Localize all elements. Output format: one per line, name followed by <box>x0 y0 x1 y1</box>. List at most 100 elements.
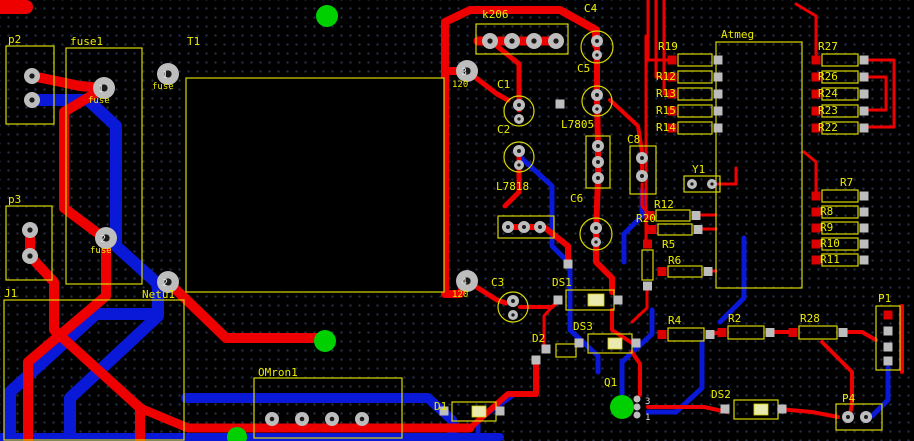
trace-top-copper[interactable] <box>503 224 571 265</box>
component-outline[interactable] <box>5 205 53 281</box>
component-label[interactable]: R19 <box>658 40 678 53</box>
trace-top-copper[interactable] <box>135 403 475 433</box>
trace-bottom-copper[interactable] <box>26 94 164 441</box>
trace-top-copper[interactable] <box>820 340 854 416</box>
resistor-pad[interactable] <box>838 328 848 337</box>
trace-top-copper[interactable] <box>489 39 522 113</box>
resistor-pad[interactable] <box>713 72 723 82</box>
component-label[interactable]: R12 <box>656 70 676 83</box>
smd-pad[interactable] <box>439 406 449 416</box>
resistor-body[interactable] <box>821 87 859 101</box>
trace-top-copper[interactable] <box>630 350 642 397</box>
resistor-pad[interactable] <box>713 106 723 116</box>
component-label[interactable]: 120 <box>452 80 468 90</box>
component-label[interactable]: R8 <box>820 205 833 218</box>
via[interactable] <box>610 395 634 419</box>
trace-top-copper[interactable] <box>646 405 729 414</box>
resistor-body[interactable] <box>641 249 654 281</box>
resistor-pad[interactable] <box>693 225 703 234</box>
component-outline[interactable] <box>555 343 577 358</box>
component-label[interactable]: R24 <box>818 87 838 100</box>
resistor-body[interactable] <box>821 70 859 84</box>
component-label[interactable]: R22 <box>818 121 838 134</box>
component-label[interactable]: R13 <box>656 87 676 100</box>
component-label[interactable]: fuse <box>88 96 110 106</box>
component-outline[interactable] <box>185 77 445 293</box>
component-label[interactable]: fuse <box>152 82 174 92</box>
resistor-pad[interactable] <box>859 239 869 249</box>
trace-top-copper[interactable] <box>794 2 818 56</box>
component-label[interactable]: Y1 <box>692 163 705 176</box>
trace-top-copper[interactable] <box>866 58 896 129</box>
resistor-pad[interactable] <box>859 55 869 65</box>
smd-pad[interactable] <box>574 338 584 348</box>
component-outline[interactable] <box>875 305 901 371</box>
via[interactable] <box>314 330 336 352</box>
component-outline[interactable] <box>585 135 611 189</box>
component-label[interactable]: R27 <box>818 40 838 53</box>
smd-pad[interactable] <box>531 355 541 365</box>
resistor-pad[interactable] <box>657 330 667 339</box>
component-body[interactable] <box>607 337 623 350</box>
component-label[interactable]: 1 <box>98 84 104 95</box>
component-label[interactable]: R10 <box>820 237 840 250</box>
resistor-body[interactable] <box>821 189 859 203</box>
through-hole-pad[interactable] <box>633 403 641 411</box>
smd-pad[interactable] <box>883 326 893 336</box>
trace-top-copper[interactable] <box>25 225 145 441</box>
trace-top-copper[interactable] <box>464 68 511 103</box>
via[interactable] <box>227 427 247 441</box>
resistor-pad[interactable] <box>667 123 677 133</box>
trace-top-copper[interactable] <box>610 308 634 345</box>
resistor-pad[interactable] <box>811 106 821 116</box>
resistor-body[interactable] <box>677 70 713 84</box>
component-label[interactable]: R14 <box>656 121 676 134</box>
component-label[interactable]: P4 <box>842 392 856 405</box>
trace-top-copper[interactable] <box>593 231 615 295</box>
resistor-pad[interactable] <box>811 223 821 233</box>
trace-bottom-copper[interactable] <box>645 339 705 415</box>
resistor-pad[interactable] <box>811 239 821 249</box>
component-label[interactable]: 3 <box>461 67 467 78</box>
component-label[interactable]: Atmeg <box>721 28 754 41</box>
resistor-pad[interactable] <box>859 72 869 82</box>
trace-bottom-copper[interactable] <box>869 365 891 419</box>
resistor-pad[interactable] <box>647 225 657 234</box>
resistor-body[interactable] <box>798 325 838 340</box>
component-label[interactable]: OMron1 <box>258 366 298 379</box>
trace-top-copper[interactable] <box>608 98 644 154</box>
resistor-body[interactable] <box>821 104 859 118</box>
resistor-pad[interactable] <box>717 328 727 337</box>
resistor-body[interactable] <box>821 221 859 235</box>
component-label[interactable]: 3 <box>645 397 650 407</box>
resistor-pad[interactable] <box>713 55 723 65</box>
via[interactable] <box>316 5 338 27</box>
resistor-pad[interactable] <box>667 55 677 65</box>
resistor-pad[interactable] <box>788 328 798 337</box>
capacitor-outline[interactable] <box>581 85 613 117</box>
component-label[interactable]: R15 <box>656 104 676 117</box>
component-outline[interactable] <box>715 41 803 289</box>
resistor-pad[interactable] <box>657 267 667 276</box>
resistor-body[interactable] <box>677 104 713 118</box>
resistor-body[interactable] <box>667 265 703 278</box>
resistor-pad[interactable] <box>643 281 652 291</box>
capacitor-outline[interactable] <box>579 217 613 251</box>
resistor-pad[interactable] <box>645 211 655 220</box>
component-label[interactable]: L7805 <box>561 118 594 131</box>
capacitor-outline[interactable] <box>503 95 535 127</box>
trace-top-copper[interactable] <box>23 233 111 441</box>
trace-bottom-copper[interactable] <box>621 187 645 265</box>
resistor-pad[interactable] <box>811 207 821 217</box>
component-outline[interactable] <box>253 377 403 439</box>
component-label[interactable]: J1 <box>4 287 17 300</box>
resistor-body[interactable] <box>821 53 859 67</box>
resistor-pad[interactable] <box>859 191 869 201</box>
trace-top-copper[interactable] <box>712 166 738 186</box>
resistor-pad[interactable] <box>859 123 869 133</box>
component-label[interactable]: C5 <box>577 62 590 75</box>
component-label[interactable]: fuse1 <box>70 35 103 48</box>
component-label[interactable]: R12 <box>654 198 674 211</box>
resistor-pad[interactable] <box>765 328 775 337</box>
component-label[interactable]: 1 <box>645 413 650 423</box>
